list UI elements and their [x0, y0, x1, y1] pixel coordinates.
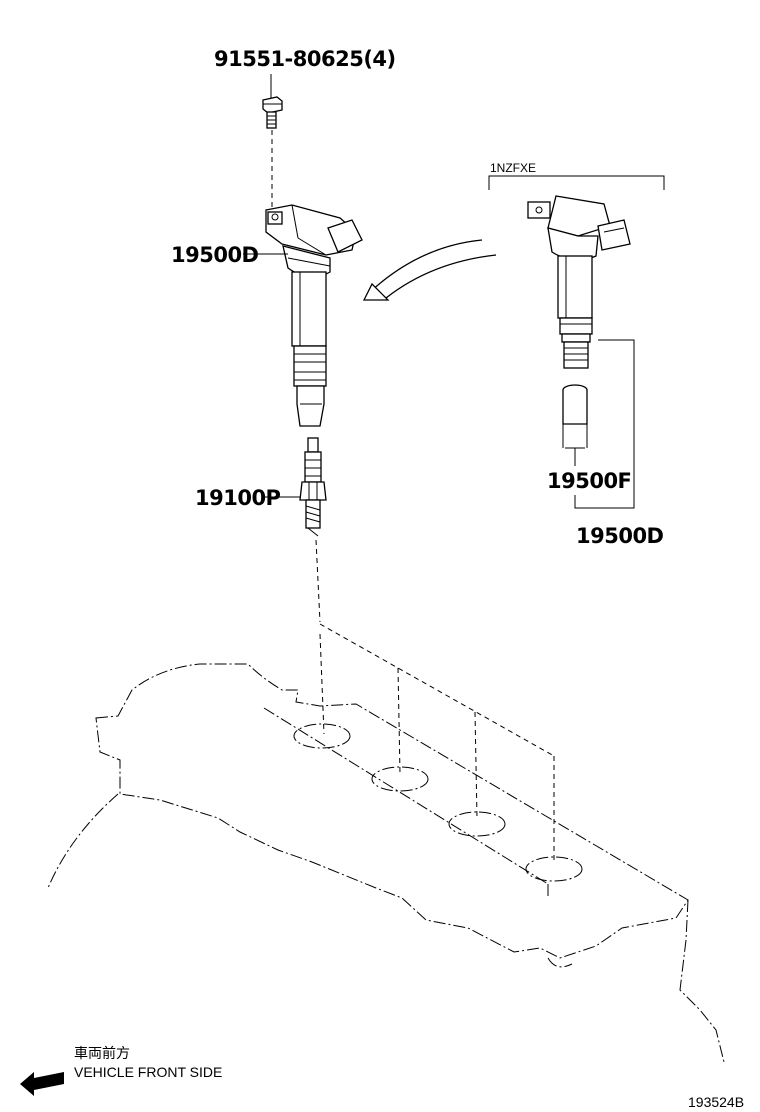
ignition-coil-variant — [527, 195, 631, 369]
diagram-id: 193524B — [688, 1094, 744, 1110]
coil-boot — [562, 384, 588, 449]
direction-label-english: VEHICLE FRONT SIDE — [74, 1064, 222, 1080]
spark-plug-part-number[interactable]: 19100P — [195, 486, 281, 510]
plug-axis-line — [315, 539, 321, 623]
bolt — [262, 96, 283, 129]
cylinder-head — [47, 663, 725, 1063]
direction-label-japanese: 車両前方 — [74, 1045, 130, 1061]
front-arrow-icon — [20, 1072, 64, 1096]
variant-header: 1NZFXE — [490, 161, 536, 175]
assembly-dashed-lines — [319, 623, 555, 864]
variant-arrow — [362, 239, 497, 301]
cylinder-hole-4 — [525, 856, 583, 882]
cylinder-hole-3 — [448, 811, 506, 837]
spark-plug — [299, 437, 327, 537]
ignition-coil-main — [265, 204, 363, 427]
variant-assembly-bracket — [574, 339, 635, 509]
bolt-part-number[interactable]: 91551-80625(4) — [214, 47, 396, 71]
coil-main-part-number[interactable]: 19500D — [171, 243, 259, 267]
cylinder-hole-2 — [371, 766, 429, 792]
variant-bracket — [488, 175, 665, 190]
coil-variant-part-number[interactable]: 19500D — [576, 524, 664, 548]
cylinder-hole-1 — [293, 723, 351, 749]
boot-part-number[interactable]: 19500F — [547, 469, 632, 493]
